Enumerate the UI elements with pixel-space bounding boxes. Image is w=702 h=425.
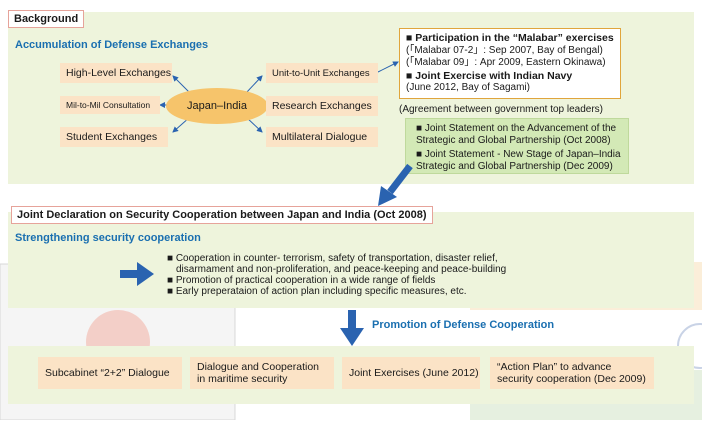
- background-title: Background: [8, 10, 85, 28]
- declaration-arrow-right: [120, 262, 154, 286]
- joint-exercise-heading-row: ■ Joint Exercise with Indian Navy: [406, 69, 573, 82]
- malabar-line-1: (「Malabar 07-2」: Sep 2007, Bay of Bengal…: [406, 44, 603, 56]
- declaration-subtitle: Strengthening security cooperation: [15, 232, 201, 244]
- malabar-line-3: (June 2012, Bay of Sagami): [406, 82, 530, 93]
- node-multilateral-dialogue: Multilateral Dialogue: [266, 127, 378, 147]
- declaration-item-text-1: Cooperation in counter- terrorism, safet…: [175, 253, 498, 264]
- promotion-box-joint-exercises: Joint Exercises (June 2012): [342, 357, 480, 389]
- declaration-item-text-3: Promotion of practical cooperation in a …: [175, 275, 436, 286]
- agreement-label: (Agreement between government top leader…: [399, 104, 604, 115]
- japan-india-hub: Japan–India: [166, 88, 268, 124]
- declaration-item-1: ■ Cooperation in counter- terrorism, saf…: [167, 253, 498, 264]
- declaration-title: Joint Declaration on Security Cooperatio…: [11, 206, 433, 224]
- malabar-heading-row: ■ Participation in the “Malabar” exercis…: [406, 32, 614, 44]
- node-student-exchanges: Student Exchanges: [60, 127, 168, 147]
- promotion-label: Promotion of Defense Cooperation: [372, 319, 555, 331]
- promotion-arrow-down: [340, 310, 364, 346]
- declaration-item-4: ■ Early preperataion of action plan incl…: [167, 286, 467, 297]
- declaration-item-2: disarmament and non-proliferation, and p…: [167, 264, 506, 275]
- declaration-panel: [8, 212, 694, 308]
- statement-item-2: ■ Joint Statement - New Stage of Japan–I…: [416, 149, 621, 172]
- statement-text-2: Joint Statement - New Stage of Japan–Ind…: [416, 149, 621, 172]
- malabar-exercises-box: ■ Participation in the “Malabar” exercis…: [399, 28, 621, 99]
- flow-arrow-to-declaration: [370, 160, 430, 210]
- node-high-level-exchanges: High-Level Exchanges: [60, 63, 172, 83]
- statement-item-1: ■ Joint Statement on the Advancement of …: [416, 123, 617, 146]
- statement-text-1: Joint Statement on the Advancement of th…: [416, 123, 617, 146]
- background-subtitle: Accumulation of Defense Exchanges: [15, 39, 209, 51]
- declaration-item-text-4: Early preperataion of action plan includ…: [175, 286, 467, 297]
- declaration-item-3: ■ Promotion of practical cooperation in …: [167, 275, 436, 286]
- promotion-box-maritime: Dialogue and Cooperation in maritime sec…: [190, 357, 334, 389]
- malabar-line-2: (「Malabar 09」: Apr 2009, Eastern Okinawa…: [406, 57, 606, 68]
- joint-exercise-heading: Joint Exercise with Indian Navy: [415, 69, 573, 82]
- malabar-heading: Participation in the “Malabar” exercises: [415, 32, 614, 44]
- node-research-exchanges: Research Exchanges: [266, 96, 378, 116]
- node-unit-to-unit-exchanges: Unit-to-Unit Exchanges: [266, 63, 378, 83]
- declaration-item-text-2: disarmament and non-proliferation, and p…: [176, 264, 507, 275]
- promotion-box-2plus2: Subcabinet “2+2” Dialogue: [38, 357, 182, 389]
- node-mil-to-mil-consultation: Mil-to-Mil Consultation: [60, 96, 160, 114]
- promotion-box-action-plan: “Action Plan” to advance security cooper…: [490, 357, 654, 389]
- declaration-items: ■ Cooperation in counter- terrorism, saf…: [167, 253, 506, 297]
- joint-statements-box: ■ Joint Statement on the Advancement of …: [405, 118, 629, 174]
